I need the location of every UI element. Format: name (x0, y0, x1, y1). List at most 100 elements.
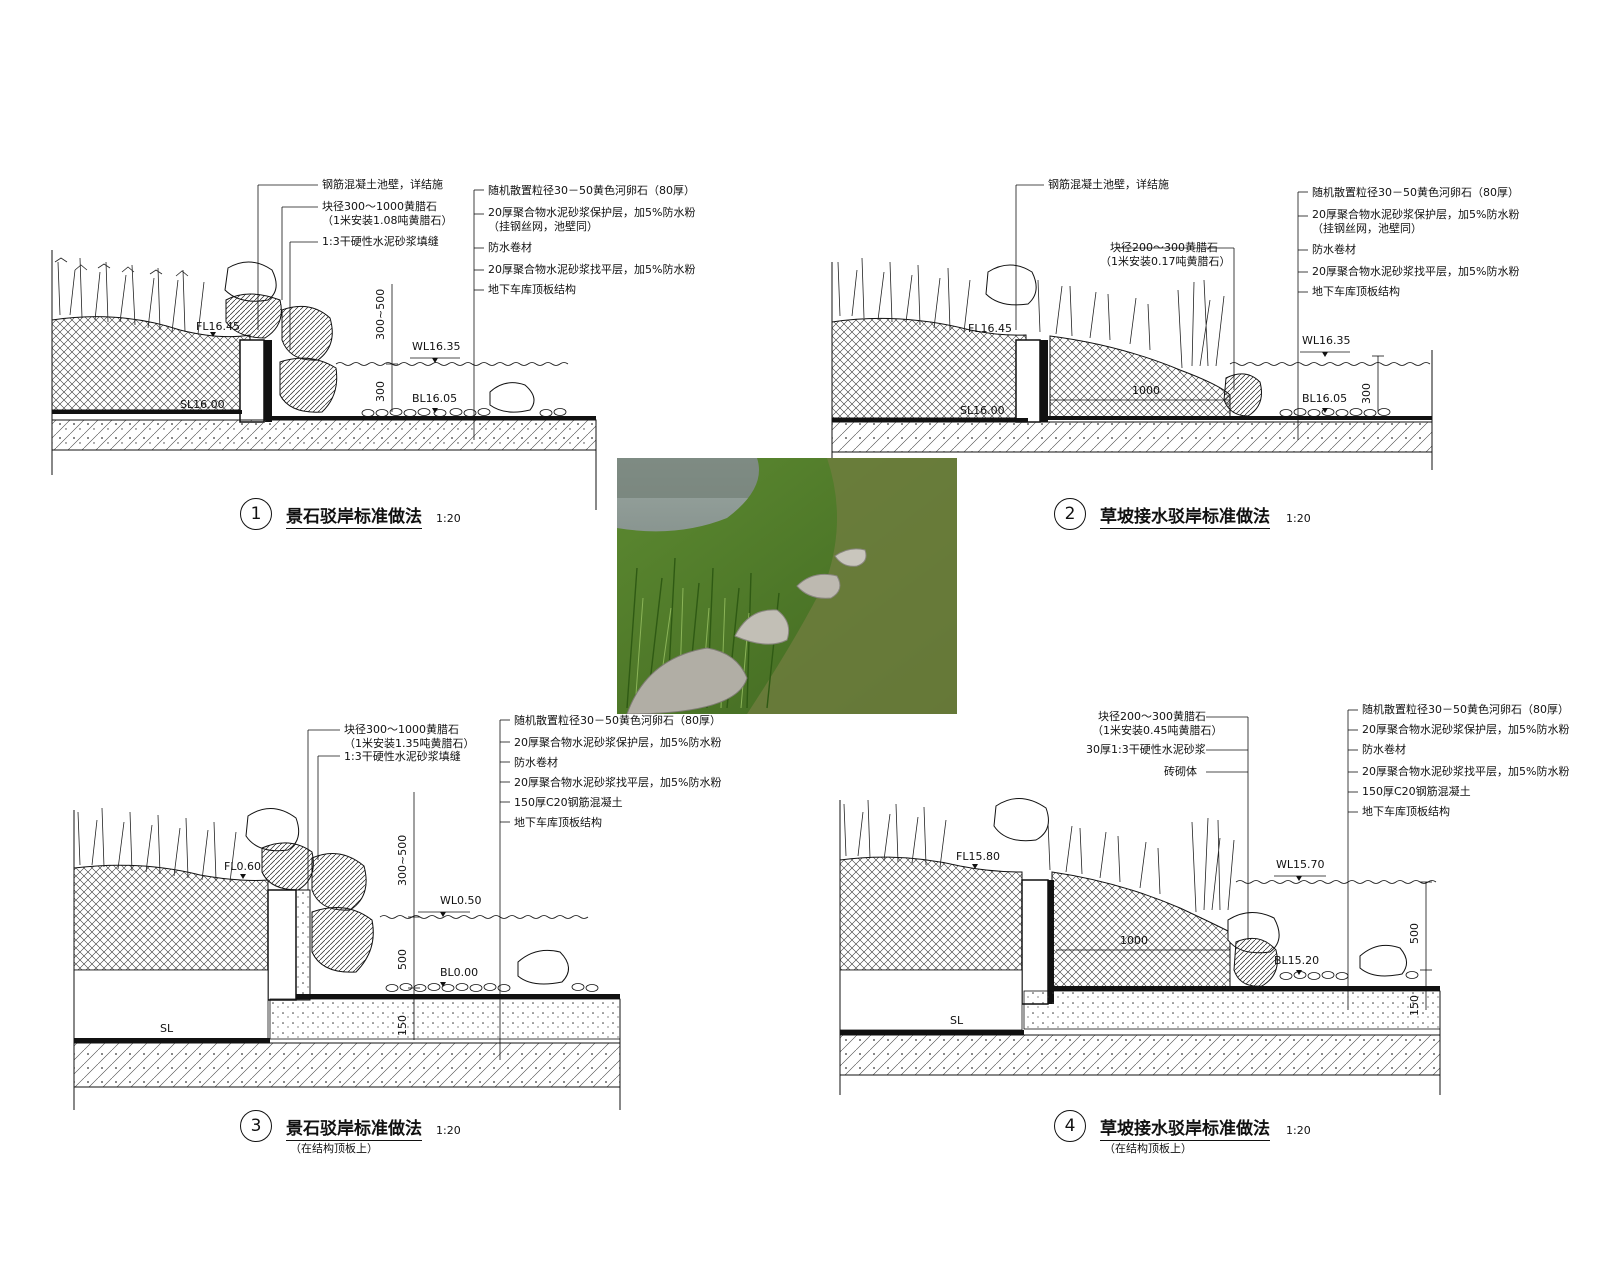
s3-label-level: 20厚聚合物水泥砂浆找平层，加5%防水粉 (514, 776, 722, 789)
s2-label-level: 20厚聚合物水泥砂浆找平层，加5%防水粉 (1312, 265, 1520, 278)
s4-label-rock-qty: （1米安装0.45吨黄腊石） (1092, 724, 1223, 737)
s1-label-slab: 地下车库顶板结构 (488, 283, 576, 296)
s1-wl: WL16.35 (412, 340, 461, 353)
s1-title: 景石驳岸标准做法 (286, 502, 422, 529)
s4-title: 草坡接水驳岸标准做法 (1100, 1114, 1270, 1141)
s1-title-number: 1 (240, 498, 272, 530)
s3-label-mortar: 1:3干硬性水泥砂浆填缝 (344, 750, 461, 763)
s3-bl: BL0.00 (440, 966, 479, 979)
boulder-icon (245, 808, 569, 985)
s3-dim-b: 500 (396, 949, 409, 970)
pebbles-icon (361, 408, 567, 417)
s1-sl: SL16.00 (180, 398, 225, 411)
s1-label-membrane: 防水卷材 (488, 241, 532, 254)
plants-icon (837, 257, 1225, 369)
s1-label-rock: 块径300～1000黄腊石 (322, 200, 437, 213)
s2-title: 草坡接水驳岸标准做法 (1100, 502, 1270, 529)
riverbank-photo-icon (617, 458, 957, 714)
s3-label-rock: 块径300～1000黄腊石 (344, 723, 459, 736)
s3-label-rock-qty: （1米安装1.35吨黄腊石） (344, 737, 475, 750)
s1-label-protect: 20厚聚合物水泥砂浆保护层，加5%防水粉 (488, 206, 696, 219)
s1-label-mortar: 1:3干硬性水泥砂浆填缝 (322, 235, 439, 248)
s4-label-mortar: 30厚1:3干硬性水泥砂浆 (1086, 743, 1206, 756)
s3-title-number: 3 (240, 1110, 272, 1142)
s2-label-membrane: 防水卷材 (1312, 243, 1356, 256)
s1-label-wall: 钢筋混凝土池壁，详结施 (322, 178, 443, 191)
s1-scale: 1:20 (436, 512, 461, 525)
s1-top: FL16.45 (196, 320, 240, 333)
pebbles-icon (1279, 971, 1419, 980)
s2-dim-b: 300 (1360, 383, 1373, 404)
s2-top: FL16.45 (968, 322, 1012, 335)
section-3-drawing (73, 719, 621, 1110)
plants-icon (843, 799, 1235, 913)
s2-label-wall: 钢筋混凝土池壁，详结施 (1048, 178, 1169, 191)
section-3: 块径300～1000黄腊石 （1米安装1.35吨黄腊石） 1:3干硬性水泥砂浆填… (0, 560, 800, 1280)
s2-title-number: 2 (1054, 498, 1086, 530)
s1-label-rock-qty: （1米安装1.08吨黄腊石） (322, 214, 453, 227)
boulder-icon (993, 798, 1407, 987)
s2-sl: SL16.00 (960, 404, 1005, 417)
s1-dim-b: 300 (374, 381, 387, 402)
s3-label-membrane: 防水卷材 (514, 756, 558, 769)
s4-label-rock: 块径200～300黄腊石 (1098, 710, 1206, 723)
s4-scale: 1:20 (1286, 1124, 1311, 1137)
s4-dim-b: 500 (1408, 923, 1421, 944)
s2-dim-a: 1000 (1132, 384, 1160, 397)
s2-label-pebble: 随机散置粒径30－50黄色河卵石（80厚） (1312, 186, 1519, 199)
rocks-icon (626, 548, 867, 714)
s4-dim-a: 1000 (1120, 934, 1148, 947)
s3-label-concrete: 150厚C20钢筋混凝土 (514, 796, 623, 809)
s4-subtitle: （在结构顶板上） (1104, 1142, 1192, 1155)
pebbles-icon (385, 983, 599, 992)
s2-label-protect: 20厚聚合物水泥砂浆保护层，加5%防水粉 (1312, 208, 1520, 221)
s4-dim-c: 150 (1408, 995, 1421, 1016)
s2-scale: 1:20 (1286, 512, 1311, 525)
s3-dim-c: 150 (396, 1015, 409, 1036)
s2-label-rock-qty: （1米安装0.17吨黄腊石） (1100, 255, 1231, 268)
s4-bl: BL15.20 (1274, 954, 1320, 967)
section-4: 块径200～300黄腊石 （1米安装0.45吨黄腊石） 30厚1:3干硬性水泥砂… (800, 560, 1600, 1280)
s1-label-pebble: 随机散置粒径30－50黄色河卵石（80厚） (488, 184, 695, 197)
s3-dim-a: 300~500 (396, 834, 409, 886)
section-2-drawing (831, 184, 1433, 470)
s2-label-rock: 块径200～300黄腊石 (1110, 241, 1218, 254)
s4-label-protect: 20厚聚合物水泥砂浆保护层，加5%防水粉 (1362, 723, 1570, 736)
s3-top: FL0.60 (224, 860, 261, 873)
section-2: 钢筋混凝土池壁，详结施 块径200～300黄腊石 （1米安装0.17吨黄腊石） … (800, 0, 1600, 560)
s4-label-brick: 砖砌体 (1164, 765, 1197, 778)
s3-sl: SL (160, 1022, 174, 1035)
section-1: 钢筋混凝土池壁，详结施 块径300～1000黄腊石 （1米安装1.08吨黄腊石）… (0, 0, 800, 560)
s3-scale: 1:20 (436, 1124, 461, 1137)
plants-icon (54, 257, 205, 335)
boulder-icon (224, 261, 535, 413)
s1-label-level: 20厚聚合物水泥砂浆找平层，加5%防水粉 (488, 263, 696, 276)
s4-label-concrete: 150厚C20钢筋混凝土 (1362, 785, 1471, 798)
section-1-drawing (51, 184, 597, 510)
s4-label-slab: 地下车库顶板结构 (1362, 805, 1450, 818)
s1-bl: BL16.05 (412, 392, 458, 405)
s2-wl: WL16.35 (1302, 334, 1351, 347)
s3-label-slab: 地下车库顶板结构 (514, 816, 602, 829)
pebbles-icon (1279, 408, 1391, 417)
s2-label-slab: 地下车库顶板结构 (1312, 285, 1400, 298)
s3-label-pebble: 随机散置粒径30－50黄色河卵石（80厚） (514, 714, 721, 727)
reference-photo (617, 458, 957, 714)
s4-label-membrane: 防水卷材 (1362, 743, 1406, 756)
s4-top: FL15.80 (956, 850, 1000, 863)
s4-label-level: 20厚聚合物水泥砂浆找平层，加5%防水粉 (1362, 765, 1570, 778)
boulder-icon (985, 264, 1262, 417)
s4-wl: WL15.70 (1276, 858, 1325, 871)
s4-sl: SL (950, 1014, 964, 1027)
plants-icon (77, 807, 237, 883)
section-4-drawing (839, 709, 1441, 1095)
s3-subtitle: （在结构顶板上） (290, 1142, 378, 1155)
s3-wl: WL0.50 (440, 894, 482, 907)
s3-label-protect: 20厚聚合物水泥砂浆保护层，加5%防水粉 (514, 736, 722, 749)
s1-label-mesh: （挂钢丝网，池壁同） (488, 220, 598, 233)
s4-label-pebble: 随机散置粒径30－50黄色河卵石（80厚） (1362, 703, 1569, 716)
s2-bl: BL16.05 (1302, 392, 1348, 405)
s4-title-number: 4 (1054, 1110, 1086, 1142)
s3-title: 景石驳岸标准做法 (286, 1114, 422, 1141)
